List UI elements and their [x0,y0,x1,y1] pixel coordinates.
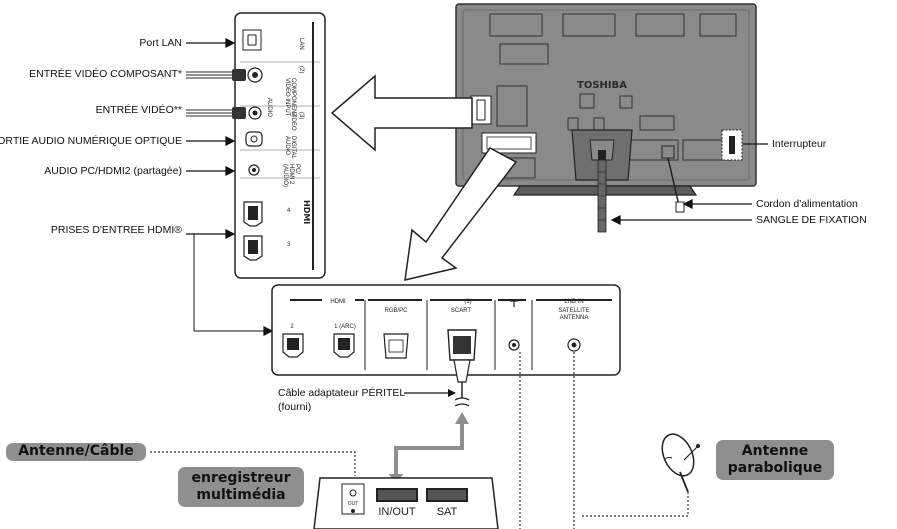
pill-media-recorder-line2: multimédia [196,487,286,503]
pill-satellite-dish-line2: parabolique [727,460,823,476]
bottom-hdmi-2-port-icon [282,333,304,358]
label-port-lan: Port LAN [139,37,182,49]
recorder-sat-text: SAT [437,506,458,518]
side-panel-cables [186,69,246,119]
label-power-switch: Interrupteur [772,138,827,150]
recorder-in-out-text: IN/OUT [378,506,416,518]
bottom-hdmi-1: 1 (ARC) [334,324,356,330]
side-component-num: (2) [298,66,304,73]
recorder-rf-icon [349,489,357,497]
side-video-text: VIDEO [290,112,296,131]
bottom-lnb-in: LNB IN [564,299,583,305]
side-pc-line2: HDMI 2 [288,164,294,185]
pill-media-recorder: enregistreur multimédia [178,467,304,507]
pill-satellite-dish: Antenne parabolique [716,440,834,480]
zoom-arrow-side-panel [330,74,473,152]
bottom-satellite-line1: SATELLITE [558,308,589,314]
satellite-dish-icon [661,433,700,493]
label-scart-cable: Câble adaptateur PÉRITEL [278,387,406,399]
hdmi-port-3-icon [243,235,263,261]
optical-port-icon [245,131,263,147]
bottom-scart-num: (1) [464,299,471,305]
scart-connection-line [389,412,469,486]
scart-cable [404,382,470,407]
side-lan-text: LAN [298,38,304,50]
label-video-input: ENTRÉE VIDÉO** [95,104,182,116]
pill-antenna-cable: Antenne/Câble [6,443,146,461]
label-optical-audio-text: SORTIE AUDIO NUMÉRIQUE OPTIQUE [0,135,182,147]
bottom-connector-panel: HDMI 2 1 (ARC) RGB/PC (1) SCART LNB IN S… [271,284,621,383]
bottom-rgb-pc: RGB/PC [384,308,408,314]
tv-brand-logo: TOSHIBA [577,80,627,91]
bottom-satellite-line2: ANTENNA [560,315,589,321]
power-cord [667,157,681,211]
rgb-pc-port-icon [383,333,409,359]
side-hdmi-port-4: 4 [287,208,291,214]
side-hdmi-port-3: 3 [287,242,291,248]
media-recorder-device: OUT IN/OUT SAT [313,477,499,529]
label-optical-audio: SORTIE AUDIO NUMÉRIQUE OPTIQUE [0,135,182,147]
bottom-scart: SCART [451,308,472,314]
label-power-cord: Cordon d'alimentation [756,198,858,210]
side-pc-line1: PC/ [294,164,300,174]
bottom-hdmi-header: HDMI [330,299,346,305]
side-pc-line3: (AUDIO) [282,164,288,187]
lan-port-icon [242,29,262,51]
side-connector-panel: LAN (2) COMPONENT VIDEO INPUT (3) VIDEO … [234,12,326,279]
label-hdmi-inputs: PRISES D'ENTREE HDMI® [50,224,182,236]
pill-media-recorder-line1: enregistreur [191,470,291,486]
zoom-arrow-bottom-panel [404,147,518,281]
right-label-pointers [610,143,768,225]
label-component-input: ENTRÉE VIDÉO COMPOSANT* [29,68,182,80]
side-audio-text: AUDIO [266,98,272,117]
side-hdmi-logo: HDMI [302,200,311,224]
side-component-line1: COMPONENT [290,78,296,117]
recorder-rf-out-text: OUT [348,501,359,507]
pill-satellite-dish-line1: Antenne [741,443,809,459]
side-digital-line2: AUDIO [284,136,290,155]
tv-back: TOSHIBA [455,3,757,233]
side-video-num: (3) [298,112,304,119]
side-digital-line1: DIGITAL [290,136,296,160]
side-label-pointers [186,38,274,336]
label-scart-cable-supplied: (fourni) [278,401,312,413]
label-fixing-strap: SANGLE DE FIXATION [756,214,867,226]
bottom-hdmi-1-port-icon [333,333,355,358]
bottom-hdmi-2: 2 [290,324,294,330]
hdmi-port-4-icon [243,201,263,227]
side-component-line2: VIDEO INPUT [284,78,290,117]
label-pc-hdmi2-audio: AUDIO PC/HDMI2 (partagée) [44,165,182,177]
